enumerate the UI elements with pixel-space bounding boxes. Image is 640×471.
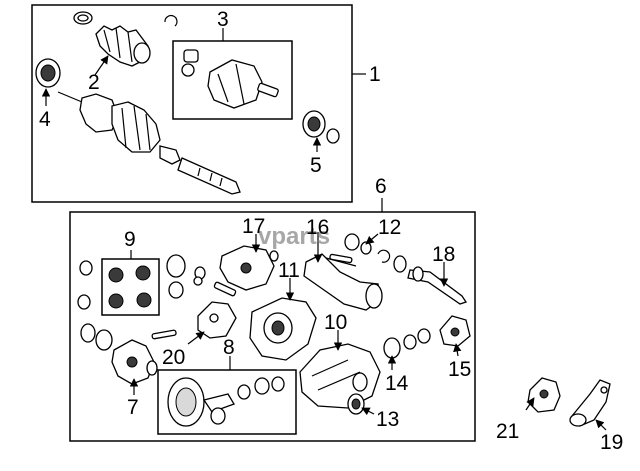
- bearing-part-13: [347, 393, 365, 415]
- differential-cover-part-11: [249, 297, 317, 361]
- oil-seal-part-4: [35, 58, 61, 88]
- bearing-icon: [166, 254, 186, 278]
- washer-icon: [77, 294, 91, 310]
- group-3-frame: [172, 40, 293, 120]
- bearing-icon: [95, 329, 113, 351]
- mount-arm-19: [569, 379, 611, 431]
- front-housing-part-17: [219, 245, 279, 291]
- callout-21: 21: [496, 420, 519, 443]
- callout-15: 15: [448, 358, 471, 381]
- boot-clamp-inner: [77, 14, 89, 22]
- watermark-text: vparts: [258, 223, 330, 250]
- callout-12: 12: [378, 216, 401, 239]
- callout-6: 6: [375, 175, 387, 198]
- leader-21: [525, 397, 535, 411]
- differential-carrier-part-10: [299, 343, 381, 409]
- inner-joint-part-3: [181, 49, 279, 109]
- group-1-frame: [31, 4, 353, 203]
- drive-shaft-assembly-group: [31, 4, 366, 203]
- callout-7: 7: [127, 396, 139, 419]
- seal-part-5: [302, 110, 340, 144]
- leader-12: [365, 233, 379, 245]
- boot-part-2: [95, 25, 151, 67]
- group-9-frame: [101, 258, 160, 316]
- callout-16: 16: [306, 216, 329, 239]
- seal-kit-part-12: [329, 233, 391, 264]
- callout-4: 4: [39, 108, 51, 131]
- snap-ring-icon: [164, 14, 178, 27]
- callout-2: 2: [88, 71, 100, 94]
- callout-17: 17: [242, 215, 265, 238]
- callout-18: 18: [432, 243, 455, 266]
- callout-9: 9: [124, 228, 136, 251]
- companion-flange-part-15: [439, 315, 471, 347]
- callout-10: 10: [324, 311, 347, 334]
- ring-pinion-gear-part-8: [167, 376, 285, 427]
- bearing-part-14: [383, 328, 431, 359]
- callout-8: 8: [223, 336, 235, 359]
- differential-assembly-group: [69, 198, 476, 442]
- callout-5: 5: [310, 154, 322, 177]
- carrier-bracket-part-20: [151, 276, 237, 340]
- callout-14: 14: [385, 372, 409, 395]
- callout-13: 13: [376, 408, 399, 431]
- washer-icon: [80, 323, 96, 343]
- group-6-frame: [69, 211, 476, 442]
- callout-3: 3: [217, 8, 229, 31]
- callout-19: 19: [600, 431, 623, 454]
- washer-icon: [79, 260, 93, 276]
- callout-1: 1: [369, 63, 381, 86]
- callout-20: 20: [162, 346, 185, 369]
- side-gear-set-part-9: [108, 265, 152, 309]
- side-shaft-part-18: [393, 255, 468, 305]
- callout-11: 11: [278, 259, 300, 282]
- group-8-frame: [157, 369, 297, 435]
- leader-2: [94, 55, 109, 76]
- extension-housing-part-16: [303, 253, 383, 311]
- leader-20: [187, 331, 205, 345]
- callout-labels: 1 2 3 4 5 6 7 8 9 10 11 12 13 14 15 16 1…: [39, 8, 623, 454]
- leader-13: [361, 407, 375, 416]
- axle-shaft: [57, 91, 241, 195]
- leader-19: [595, 419, 607, 431]
- mount-21: [525, 377, 561, 413]
- bearing-icon: [168, 281, 184, 299]
- differential-case-part-7: [111, 339, 158, 385]
- leader-15: [453, 343, 462, 357]
